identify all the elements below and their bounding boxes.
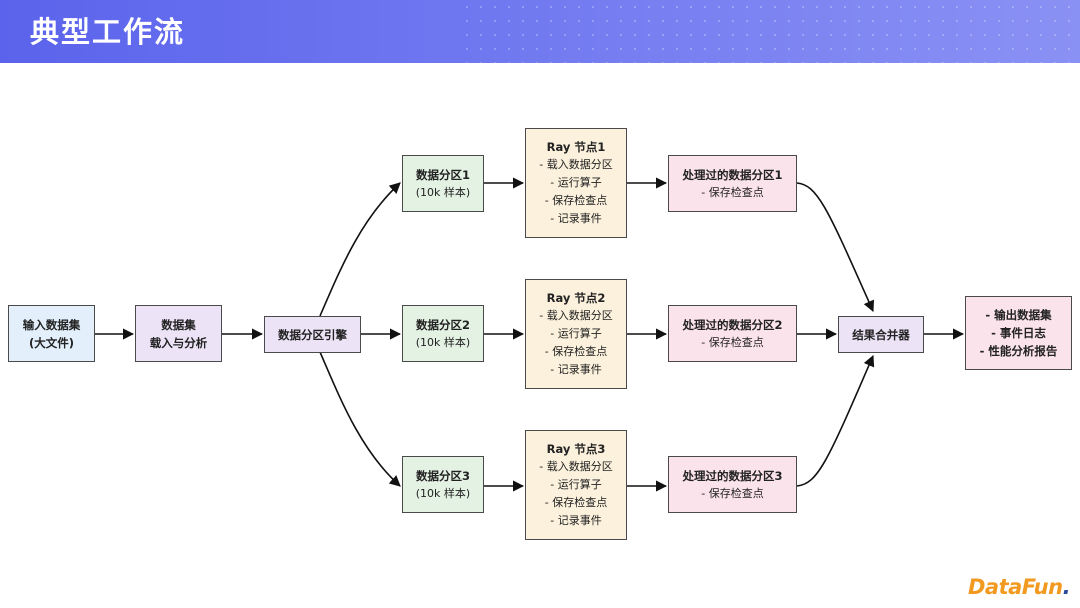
processed-partition-2-node: 处理过的数据分区2 - 保存检查点 xyxy=(668,305,797,362)
partition-engine-node: 数据分区引擎 xyxy=(264,316,361,353)
node-title: 处理过的数据分区1 xyxy=(682,167,783,182)
logo-suffix: . xyxy=(1062,575,1071,599)
processed-partition-1-node: 处理过的数据分区1 - 保存检查点 xyxy=(668,155,797,212)
result-merger-node: 结果合并器 xyxy=(838,316,924,353)
dataset-loader-node: 数据集 载入与分析 xyxy=(135,305,222,362)
node-item: - 保存检查点 xyxy=(544,496,608,509)
node-title: 处理过的数据分区2 xyxy=(682,317,783,332)
node-item: - 记录事件 xyxy=(550,363,602,376)
processed-partition-3-node: 处理过的数据分区3 - 保存检查点 xyxy=(668,456,797,513)
node-item: - 事件日志 xyxy=(991,326,1046,340)
node-title: 数据分区2 xyxy=(415,317,470,332)
datafun-logo: DataFun. xyxy=(968,575,1071,599)
node-title: Ray 节点2 xyxy=(546,291,606,305)
node-item: - 载入数据分区 xyxy=(539,158,613,171)
edge-engine-to-partition-3 xyxy=(319,351,401,487)
node-item: - 记录事件 xyxy=(550,212,602,225)
node-item: - 记录事件 xyxy=(550,514,602,527)
node-subtitle: (10k 样本) xyxy=(415,185,471,199)
node-subtitle: - 保存检查点 xyxy=(701,335,764,349)
node-item: - 运行算子 xyxy=(550,327,602,340)
node-item: - 载入数据分区 xyxy=(539,309,613,322)
partition-2-node: 数据分区2 (10k 样本) xyxy=(402,305,484,362)
input-dataset-node: 输入数据集 (大文件) xyxy=(8,305,95,362)
edge-processed-1-to-merger xyxy=(796,182,875,313)
node-item: - 运行算子 xyxy=(550,176,602,189)
header-dot-pattern xyxy=(460,0,1080,63)
edge-engine-to-partition-1 xyxy=(319,182,401,317)
node-title: 数据分区1 xyxy=(415,167,470,182)
node-title: 处理过的数据分区3 xyxy=(682,468,783,483)
ray-node-3: Ray 节点3 - 载入数据分区 - 运行算子 - 保存检查点 - 记录事件 xyxy=(525,430,627,540)
logo-text: DataFun xyxy=(968,575,1063,599)
header-banner: 典型工作流 xyxy=(0,0,1080,63)
node-item: - 保存检查点 xyxy=(544,194,608,207)
node-item: - 保存检查点 xyxy=(544,345,608,358)
node-title: 数据分区3 xyxy=(415,468,470,483)
node-item: - 输出数据集 xyxy=(985,308,1052,322)
ray-node-1: Ray 节点1 - 载入数据分区 - 运行算子 - 保存检查点 - 记录事件 xyxy=(525,128,627,238)
ray-node-2: Ray 节点2 - 载入数据分区 - 运行算子 - 保存检查点 - 记录事件 xyxy=(525,279,627,389)
node-line: 输入数据集 xyxy=(22,317,81,332)
node-title: Ray 节点1 xyxy=(546,140,606,154)
node-subtitle: - 保存检查点 xyxy=(701,486,764,500)
node-subtitle: (10k 样本) xyxy=(415,335,471,349)
edge-processed-3-to-merger xyxy=(796,354,875,487)
node-subtitle: (10k 样本) xyxy=(415,486,471,500)
node-item: - 性能分析报告 xyxy=(979,344,1058,358)
node-item: - 载入数据分区 xyxy=(539,460,613,473)
output-node: - 输出数据集 - 事件日志 - 性能分析报告 xyxy=(965,296,1072,370)
node-line: 数据集 xyxy=(161,317,196,332)
partition-3-node: 数据分区3 (10k 样本) xyxy=(402,456,484,513)
node-subtitle: - 保存检查点 xyxy=(701,185,764,199)
node-title: Ray 节点3 xyxy=(546,442,606,456)
node-item: - 运行算子 xyxy=(550,478,602,491)
node-line: 结果合并器 xyxy=(852,327,910,342)
node-line: (大文件) xyxy=(28,335,74,350)
partition-1-node: 数据分区1 (10k 样本) xyxy=(402,155,484,212)
node-line: 数据分区引擎 xyxy=(278,327,347,342)
node-line: 载入与分析 xyxy=(149,335,208,350)
page-title: 典型工作流 xyxy=(30,15,186,49)
